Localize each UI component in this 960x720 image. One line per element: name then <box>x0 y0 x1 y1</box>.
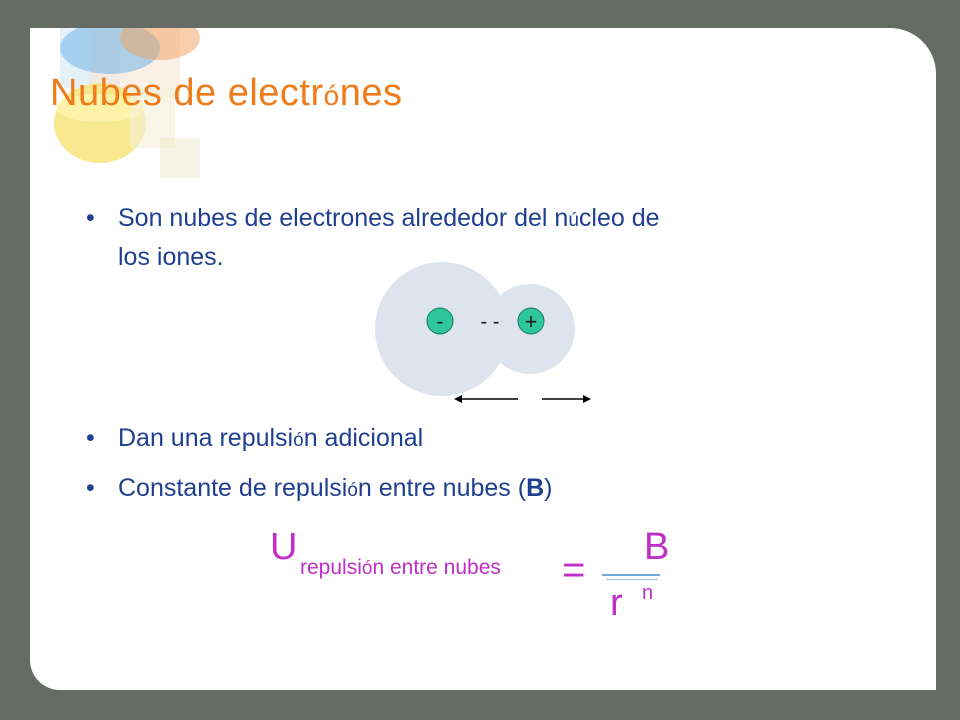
bullet-marker: • <box>86 474 95 502</box>
bullet-item: • Dan una repulsión adicional <box>86 420 826 460</box>
right-arrow <box>542 395 591 403</box>
negative-ion <box>426 307 454 335</box>
bullet-text: Constante de repulsión entre nubes (B) <box>118 474 553 502</box>
formula-equals: = <box>562 548 586 592</box>
fraction-bar <box>602 574 660 576</box>
lab-glassware-image <box>30 28 210 188</box>
formula-numerator: B <box>644 526 670 568</box>
bullet-text: Dan una repulsión adicional <box>118 424 424 452</box>
bullet-item: • Son nubes de electrones alrededor del … <box>86 200 826 280</box>
bullet-marker: • <box>86 204 95 232</box>
fraction-bar-shadow <box>606 579 658 580</box>
formula-exponent: n <box>642 582 654 604</box>
slide: Nubes de electrónes • Son nubes de elect… <box>30 28 936 690</box>
formula-subscript: repulsión entre nubes <box>300 556 501 579</box>
formula-U: U <box>270 526 298 568</box>
positive-ion <box>517 307 545 335</box>
bullet-marker: • <box>86 424 95 452</box>
positive-ion-label: + <box>525 309 538 334</box>
electron-cloud-diagram: - - - + <box>375 262 591 403</box>
formula-denominator: r <box>610 582 623 624</box>
bullet-text: Son nubes de electrones alrededor del nú… <box>118 204 660 271</box>
bullet-item: • Constante de repulsión entre nubes (B) <box>86 470 826 510</box>
repulsion-formula: U repulsión entre nubes = B r n <box>270 526 690 636</box>
electron-dashes: - - <box>481 311 500 333</box>
negative-ion-label: - <box>437 311 444 333</box>
left-arrow <box>454 395 518 403</box>
slide-title: Nubes de electrónes <box>50 72 403 114</box>
